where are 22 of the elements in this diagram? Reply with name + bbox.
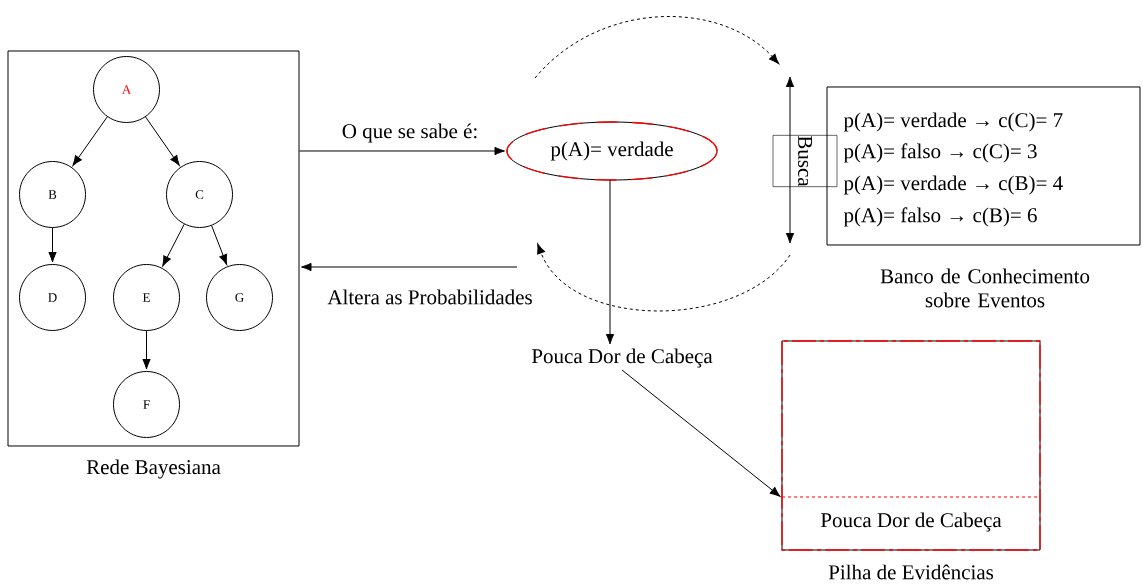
box-heading: Pilha de Evidências	[828, 564, 994, 580]
arrow	[301, 262, 518, 272]
state-text: Pouca Dor de Cabeça	[531, 348, 713, 368]
arrow	[72, 116, 108, 166]
rule-line: p(A)= verdade → c(C)= 7	[843, 112, 1063, 132]
arrow	[621, 369, 781, 497]
rule-line: p(A)= falso → c(B)= 6	[843, 207, 1037, 227]
edge-label: Altera as Probabilidades	[326, 288, 534, 306]
rule-line: p(A)= verdade → c(B)= 4	[843, 175, 1063, 195]
search-label: Busca	[772, 135, 838, 187]
arrow	[211, 225, 228, 265]
edge-label: O que se sabe é:	[340, 122, 480, 144]
arrow	[142, 330, 151, 370]
stack-item: Pouca Dor de Cabeça	[820, 512, 1002, 532]
box-heading: Banco de Conhecimento sobre Eventos	[880, 268, 1090, 308]
arrow	[145, 116, 180, 166]
arrow	[162, 223, 185, 267]
arrow	[605, 180, 615, 345]
arrow	[48, 227, 57, 263]
rule-line: p(A)= falso → c(C)= 3	[843, 143, 1037, 163]
box-heading: Rede Bayesiana	[86, 459, 221, 479]
arrow	[299, 146, 505, 156]
